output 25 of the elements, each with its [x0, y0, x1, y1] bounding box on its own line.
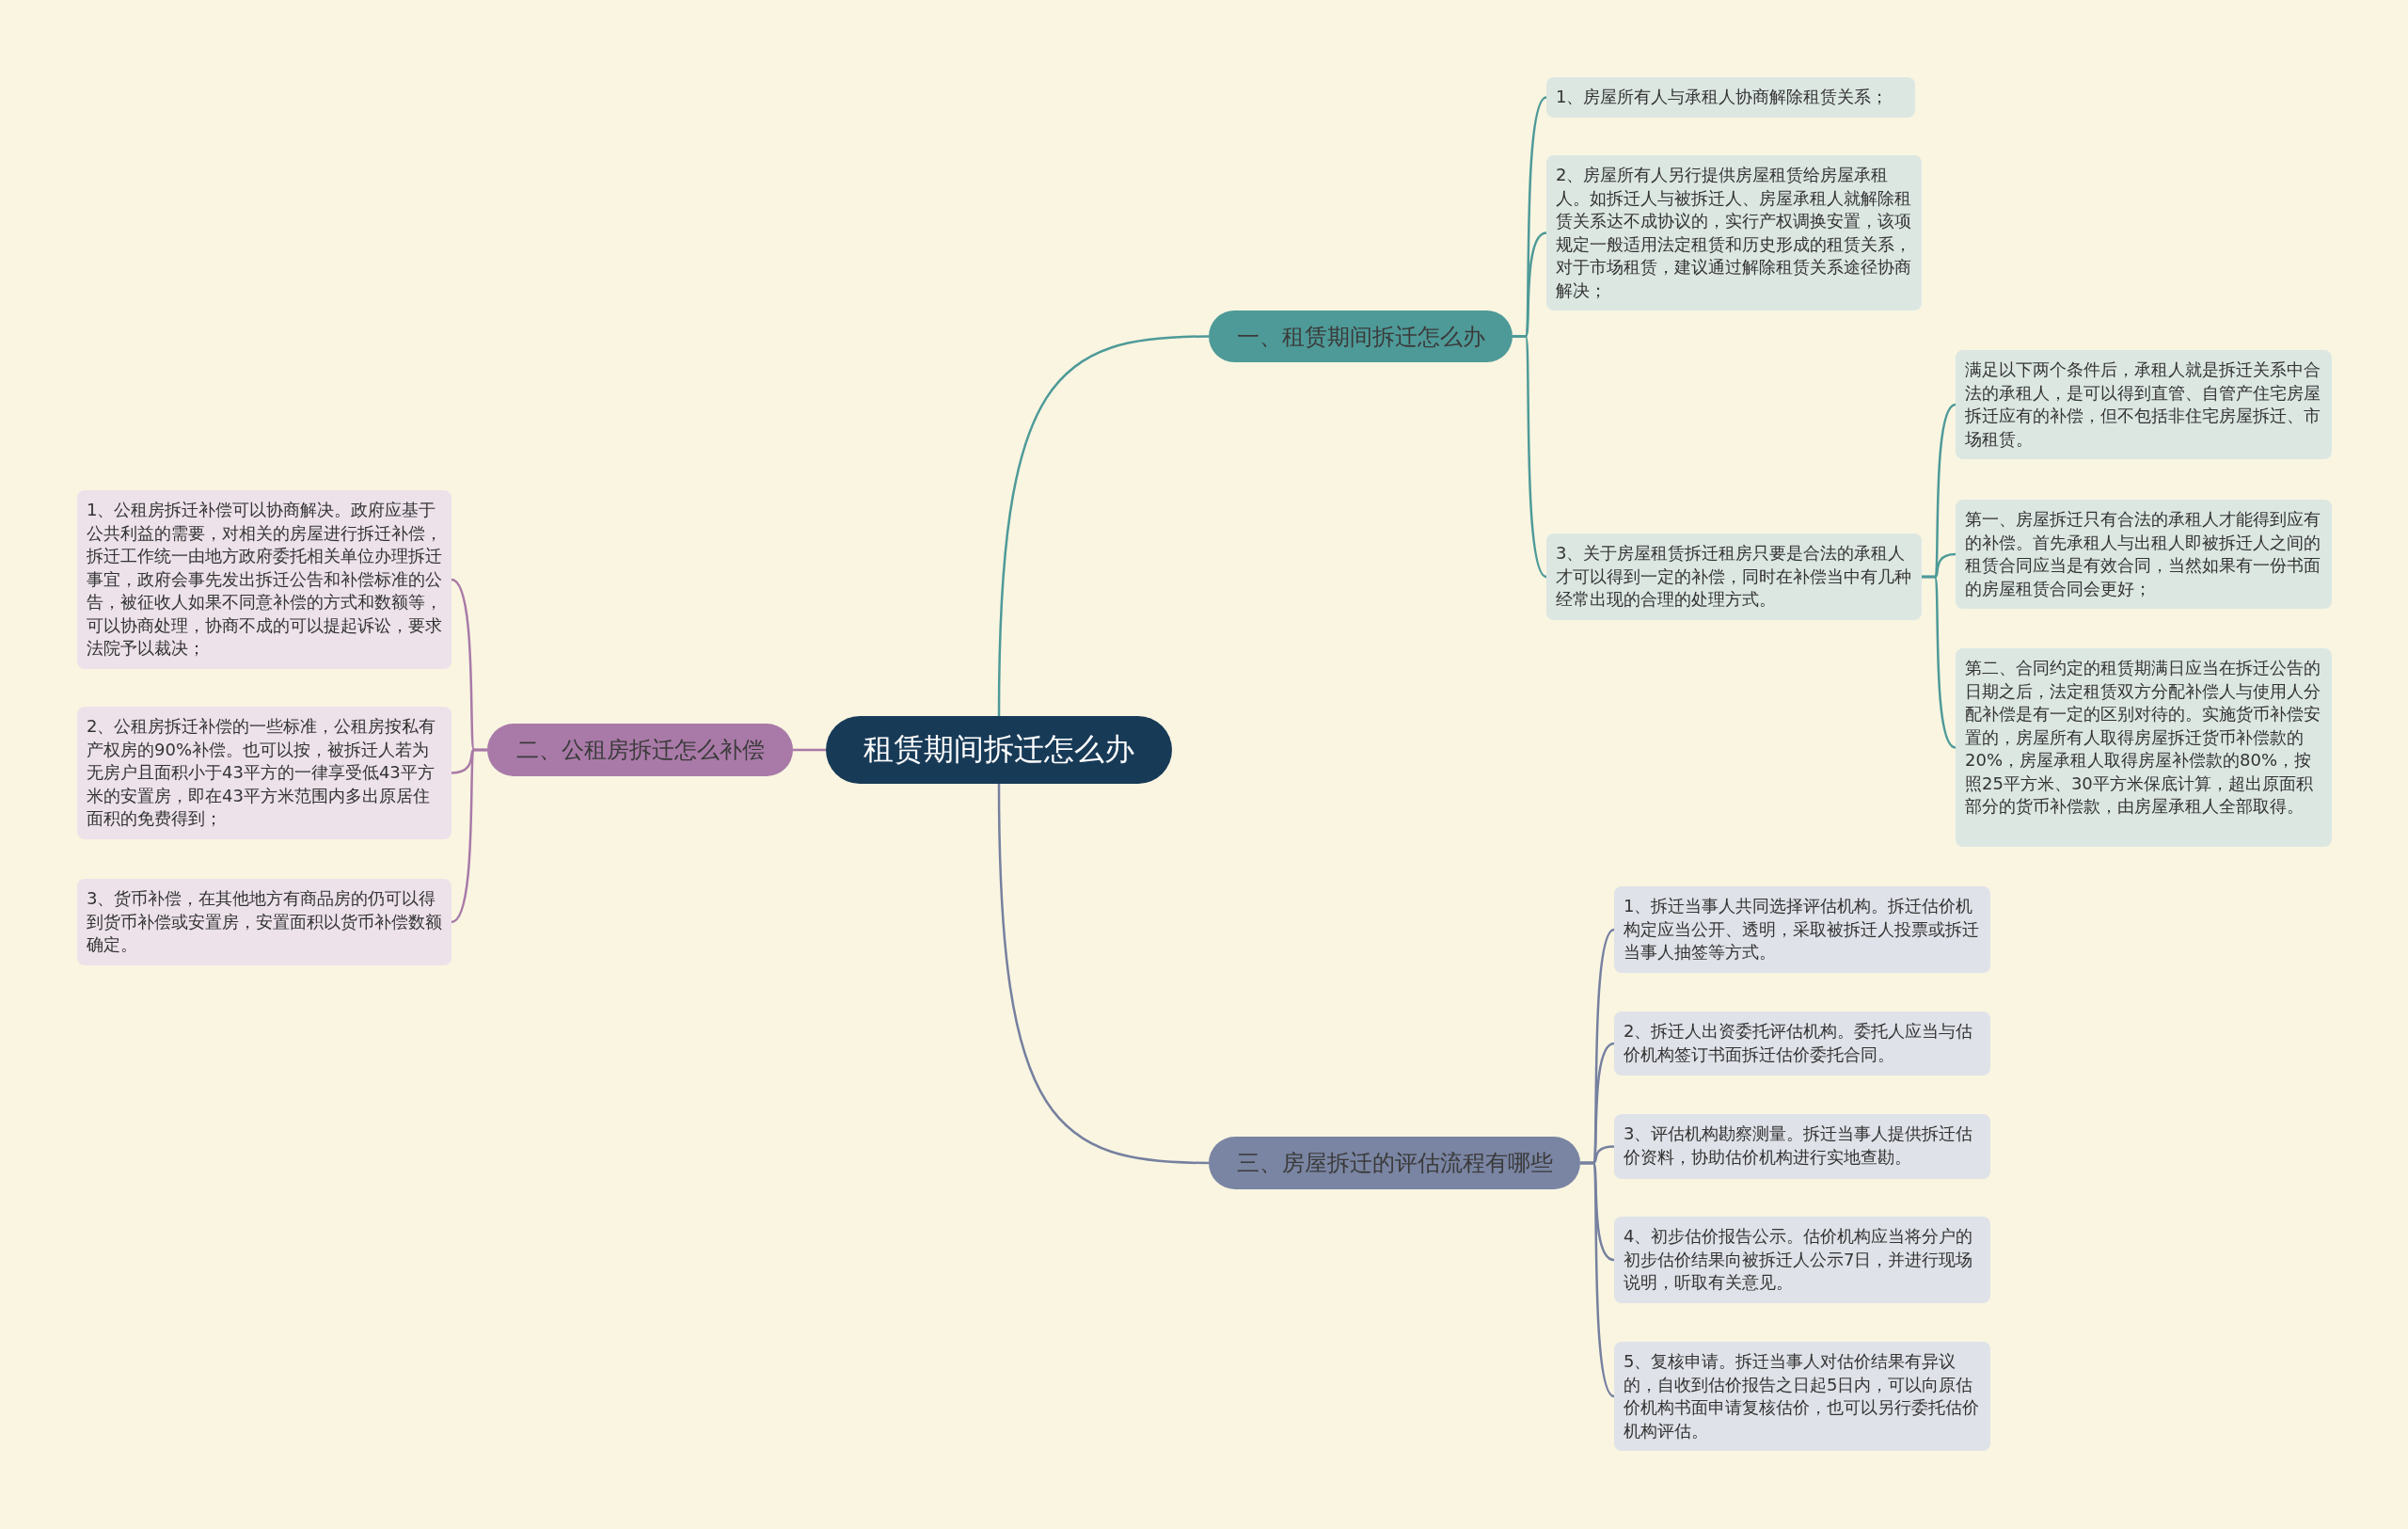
connector-line [997, 335, 1210, 716]
central-topic: 租赁期间拆迁怎么办 [826, 716, 1172, 784]
subtopic-card: 3、货币补偿，在其他地方有商品房的仍可以得到货币补偿或安置房，安置面积以货币补偿数额确定。 [77, 879, 452, 965]
subtopic-card: 2、房屋所有人另行提供房屋租赁给房屋承租人。如拆迁人与被拆迁人、房屋承租人就解除租赁关系达不成协议的，实行产权调换安置，该项规定一般适用法定租赁和历史形成的租赁关系，对于市场租赁，建议通过解除租赁关系途径协商解决； [1546, 155, 1922, 311]
connector-line [1580, 1161, 1615, 1397]
subtopic-card: 5、复核申请。拆迁当事人对估价结果有异议的，自收到估价报告之日起5日内，可以向原估价机构书面申请复核估价，也可以另行委托估价机构评估。 [1614, 1342, 1990, 1451]
connector-line [997, 784, 1210, 1165]
connector-line [1513, 335, 1547, 578]
subtopic-card: 满足以下两个条件后，承租人就是拆迁关系中合法的承租人，是可以得到直管、自管产住宅房屋拆迁应有的补偿，但不包括非住宅房屋拆迁、市场租赁。 [1956, 350, 2332, 459]
subtopic-card: 第二、合同约定的租赁期满日应当在拆迁公告的日期之后，法定租赁双方分配补偿人与使用人分配补偿是有一定的区别对待的。实施货币补偿安置的，房屋所有人取得房屋拆迁货币补偿款的20%，房屋承租人取得房屋补偿款的80%，按照25平方米、30平方米保底计算，超出原面积部分的货币补偿款，由房屋承租人全部取得。 [1956, 648, 2332, 847]
branch-topic: 一、租赁期间拆迁怎么办 [1209, 311, 1513, 362]
subtopic-card: 4、初步估价报告公示。估价机构应当将分户的初步估价结果向被拆迁人公示7日，并进行现场说明，听取有关意见。 [1614, 1217, 1990, 1303]
subtopic-card: 第一、房屋拆迁只有合法的承租人才能得到应有的补偿。首先承租人与出租人即被拆迁人之间的租赁合同应当是有效合同，当然如果有一份书面的房屋租赁合同会更好； [1956, 500, 2332, 609]
branch-topic: 二、公租房拆迁怎么补偿 [487, 724, 793, 776]
branch-topic: 三、房屋拆迁的评估流程有哪些 [1209, 1137, 1580, 1189]
subtopic-card: 1、房屋所有人与承租人协商解除租赁关系； [1546, 77, 1915, 118]
connector-line [1922, 575, 1956, 749]
subtopic-card: 2、拆迁人出资委托评估机构。委托人应当与估价机构签订书面拆迁估价委托合同。 [1614, 1011, 1990, 1075]
subtopic-card: 3、评估机构勘察测量。拆迁当事人提供拆迁估价资料，协助估价机构进行实地查勘。 [1614, 1114, 1990, 1179]
subtopic-card: 1、拆迁当事人共同选择评估机构。拆迁估价机构定应当公开、透明，采取被拆迁人投票或拆迁当事人抽签等方式。 [1614, 886, 1990, 973]
subtopic-card: 1、公租房拆迁补偿可以协商解决。政府应基于公共利益的需要，对相关的房屋进行拆迁补偿，拆迁工作统一由地方政府委托相关单位办理拆迁事宜，政府会事先发出拆迁公告和补偿标准的公告，被征收人如果不同意补偿的方式和数额等，可以协商处理，协商不成的可以提起诉讼，要求法院予以裁决； [77, 490, 452, 669]
subtopic-card: 2、公租房拆迁补偿的一些标准，公租房按私有产权房的90%补偿。也可以按，被拆迁人若为无房户且面积小于43平方的一律享受低43平方米的安置房，即在43平方米范围内多出原居住面积的免费得到； [77, 707, 452, 839]
subtopic-card: 3、关于房屋租赁拆迁租房只要是合法的承租人才可以得到一定的补偿，同时在补偿当中有几种经常出现的合理的处理方式。 [1546, 534, 1922, 620]
connector-line [793, 748, 826, 752]
connector-line [451, 748, 487, 924]
